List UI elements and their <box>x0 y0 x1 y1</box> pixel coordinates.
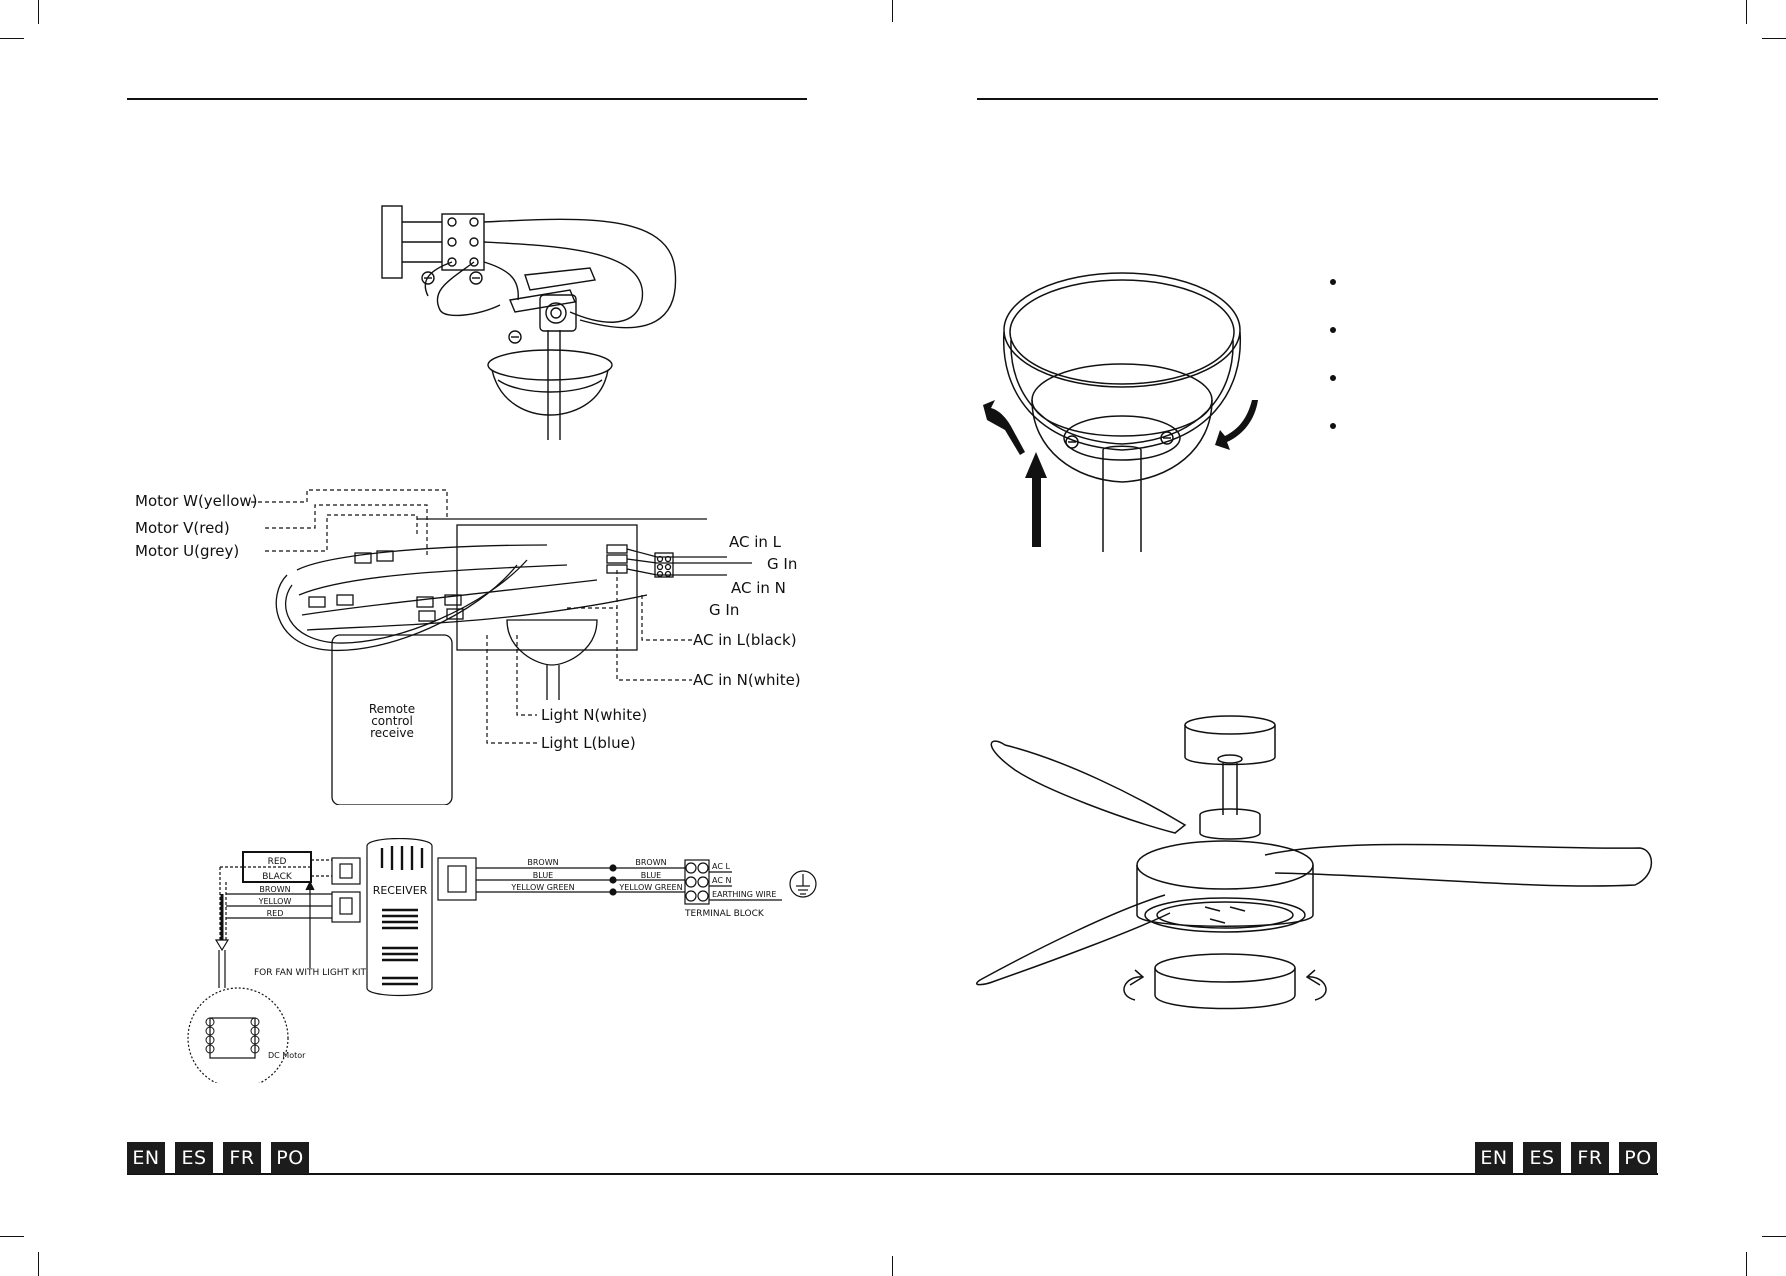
lang-en[interactable]: EN <box>1475 1142 1513 1174</box>
lang-es[interactable]: ES <box>175 1142 213 1174</box>
schematic-wire-brown-mid: BROWN <box>527 858 558 867</box>
schematic-wire-yg-right: YELLOW GREEN <box>618 883 682 892</box>
schematic-wire-yellow: YELLOW <box>258 897 292 906</box>
harness-label-light-n-white: Light N(white) <box>541 706 647 724</box>
lang-en[interactable]: EN <box>127 1142 165 1174</box>
crop-mark <box>38 1252 39 1276</box>
right-page-header-rule <box>977 98 1658 100</box>
harness-label-motor-v: Motor V(red) <box>135 519 230 537</box>
harness-label-motor-u: Motor U(grey) <box>135 542 239 560</box>
lang-fr[interactable]: FR <box>1571 1142 1609 1174</box>
harness-label-ac-in-l-black: AC in L(black) <box>693 631 797 649</box>
crop-mark <box>1746 1252 1747 1276</box>
canopy-wiring-figure <box>381 205 677 440</box>
remote-receiver-label-3: receive <box>370 726 414 740</box>
schematic-wire-brown-right: BROWN <box>635 858 666 867</box>
schematic-terminal-block: TERMINAL BLOCK <box>684 909 765 919</box>
schematic-terminal-earth: EARTHING WIRE <box>712 890 776 899</box>
crop-mark <box>1762 1236 1786 1237</box>
schematic-receiver-label: RECEIVER <box>373 884 428 897</box>
bullet-dot <box>1330 423 1336 429</box>
bullet-list <box>1330 279 1336 429</box>
left-language-bar: EN ES FR PO <box>127 1142 309 1174</box>
crop-mark <box>892 1256 893 1276</box>
schematic-wire-blue-mid: BLUE <box>533 871 553 880</box>
crop-mark <box>1762 38 1786 39</box>
harness-label-ac-in-n-white: AC in N(white) <box>693 671 801 689</box>
harness-label-light-l-blue: Light L(blue) <box>541 734 636 752</box>
remote-receiver-label-1: Remote <box>369 702 415 716</box>
crop-mark <box>0 1236 24 1237</box>
remote-receiver-label-2: control <box>371 714 413 728</box>
crop-mark <box>38 0 39 24</box>
receiver-harness-figure: Motor W(yellow) Motor V(red) Motor U(gre… <box>135 489 801 805</box>
left-page-header-rule <box>127 98 807 100</box>
canopy-rotation-figure <box>983 272 1258 552</box>
schematic-light-kit-note: FOR FAN WITH LIGHT KIT <box>254 968 366 978</box>
schematic-terminal-ac-l: AC L <box>712 862 730 871</box>
bullet-dot <box>1330 375 1336 381</box>
bullet-dot <box>1330 279 1336 285</box>
harness-label-ac-in-l: AC in L <box>729 533 782 551</box>
lang-es[interactable]: ES <box>1523 1142 1561 1174</box>
lang-po[interactable]: PO <box>1619 1142 1657 1174</box>
right-language-bar: EN ES FR PO <box>1475 1142 1657 1174</box>
harness-label-motor-w: Motor W(yellow) <box>135 492 258 510</box>
harness-label-g-in-top: G In <box>767 555 797 573</box>
schematic-terminal-ac-n: AC N <box>712 876 731 885</box>
bullet-dot <box>1330 327 1336 333</box>
harness-label-ac-in-n: AC in N <box>731 579 786 597</box>
ceiling-fan-figure <box>975 715 1653 1010</box>
schematic-wire-red-top: RED <box>268 857 287 867</box>
schematic-wire-yg-mid: YELLOW GREEN <box>510 883 574 892</box>
footer-rule <box>127 1173 1658 1175</box>
crop-mark <box>0 38 24 39</box>
schematic-wire-blue-right: BLUE <box>641 871 661 880</box>
schematic-wire-red: RED <box>267 909 284 918</box>
crop-mark <box>1746 0 1747 24</box>
lang-fr[interactable]: FR <box>223 1142 261 1174</box>
crop-mark <box>892 0 893 22</box>
harness-label-g-in: G In <box>709 601 739 619</box>
schematic-wire-black: BLACK <box>262 872 293 882</box>
lang-po[interactable]: PO <box>271 1142 309 1174</box>
schematic-dc-motor: DC Motor <box>268 1051 306 1060</box>
wiring-schematic-figure: RED BLACK BROWN YELLOW RED RECEIVER BROW… <box>187 838 817 1083</box>
schematic-wire-brown-left: BROWN <box>259 885 290 894</box>
